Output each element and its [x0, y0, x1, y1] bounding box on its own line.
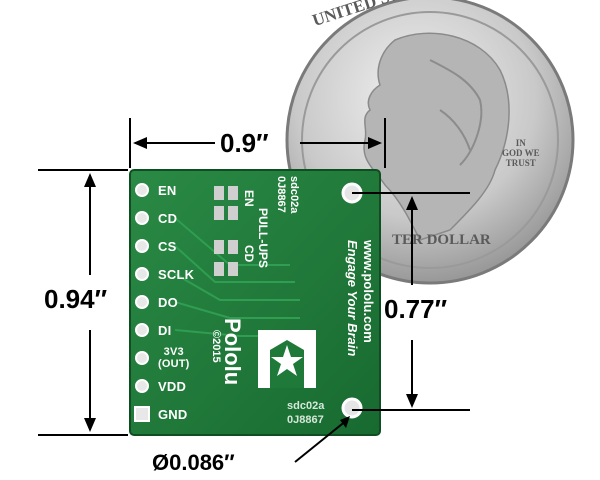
pcb-board [129, 169, 381, 436]
hole-diameter-dimension: Ø0.086″ [152, 450, 235, 475]
mount-hole-bottom [341, 397, 363, 419]
hole-spacing-dimension: 0.77″ [384, 294, 448, 324]
coin-bottom-text: TER DOLLAR [392, 232, 491, 248]
pin-label-sclk: SCLK [158, 267, 195, 282]
pin-holes [134, 183, 150, 422]
pin-label-3v3-out: 3V3 (OUT) [158, 346, 190, 370]
coin-rim [301, 11, 559, 269]
pullups-title: PULL-UPS [256, 208, 270, 268]
pin-label-do: DO [158, 295, 178, 310]
pullups-en-label: EN [242, 190, 256, 207]
pin-label-cs: CS [158, 239, 177, 254]
pin-label-di: DI [158, 323, 172, 338]
pin-label-en: EN [158, 183, 177, 198]
height-dimension: 0.94″ [44, 284, 108, 314]
part-number-bottom: sdc02a [287, 400, 325, 412]
copyright-year: ©2015 [210, 330, 222, 363]
width-dimension: 0.9″ [220, 128, 269, 158]
dimension-lines [38, 118, 470, 463]
brand-name: Pololu [220, 318, 245, 386]
lot-number-top: 0J8867 [275, 176, 287, 213]
brand-slogan: Engage Your Brain [345, 240, 360, 357]
lot-number-bottom: 0J8867 [287, 414, 324, 426]
coin-motto: IN GOD WE TRUST [502, 138, 540, 168]
pin-label-gnd: GND [158, 407, 188, 422]
part-number-top: sdc02a [288, 176, 300, 214]
pin-label-vdd: VDD [158, 379, 187, 394]
pullup-jumpers [214, 186, 238, 276]
pullups-cd-label: CD [242, 245, 256, 263]
website-url: www.pololu.com [361, 240, 376, 343]
washington-profile [363, 32, 510, 241]
pin-label-cd: CD [158, 211, 178, 226]
